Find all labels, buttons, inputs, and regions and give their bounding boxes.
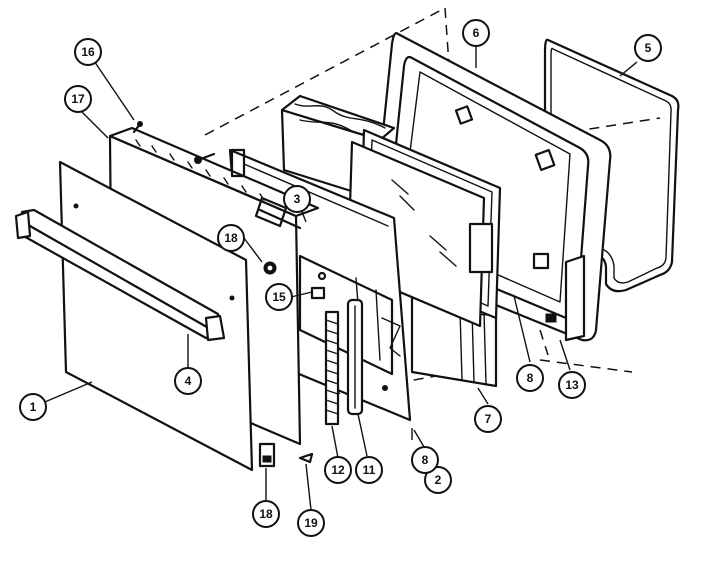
hinge-spring-part [324,310,340,426]
callout-5: 5 [634,34,662,62]
callout-11: 11 [355,456,383,484]
callout-12: 12 [324,456,352,484]
bottom-hardware-parts [258,442,314,468]
callout-15: 15 [265,283,293,311]
callout-label: 8 [422,453,429,467]
clip-part [310,286,326,300]
callout-label: 15 [272,290,286,304]
callout-label: 16 [81,45,95,59]
callout-label: 18 [259,507,273,521]
callout-label: 6 [473,26,480,40]
callout-label: 1 [30,400,37,414]
callout-16: 16 [74,38,102,66]
screw-parts [132,121,302,230]
callout-17: 17 [64,85,92,113]
callout-label: 11 [363,463,376,477]
callout-18-bottom: 18 [252,500,280,528]
callout-6: 6 [462,19,490,47]
callout-label: 3 [294,192,301,206]
grommet-part [263,261,277,275]
callout-13: 13 [558,371,586,399]
callout-label: 7 [485,412,492,426]
callout-label: 18 [224,231,238,245]
callout-label: 2 [435,473,442,487]
callout-label: 17 [71,92,85,106]
callout-19: 19 [297,509,325,537]
callout-label: 5 [645,41,652,55]
callout-4: 4 [174,367,202,395]
callout-label: 8 [527,371,534,385]
callout-3: 3 [283,185,311,213]
callout-18-top: 18 [217,224,245,252]
callout-label: 4 [185,374,192,388]
outer-door-front-part [58,160,254,472]
hinge-arm-part [346,298,364,416]
callout-7: 7 [474,405,502,433]
callout-label: 13 [565,378,579,392]
door-handle-part [14,208,226,342]
callout-label: 19 [304,516,318,530]
callout-2: 2 [424,466,452,494]
callout-label: 12 [331,463,345,477]
leader-lines [32,46,638,511]
callout-8-bottom: 8 [411,446,439,474]
callout-8-right: 8 [516,364,544,392]
callout-1: 1 [19,393,47,421]
